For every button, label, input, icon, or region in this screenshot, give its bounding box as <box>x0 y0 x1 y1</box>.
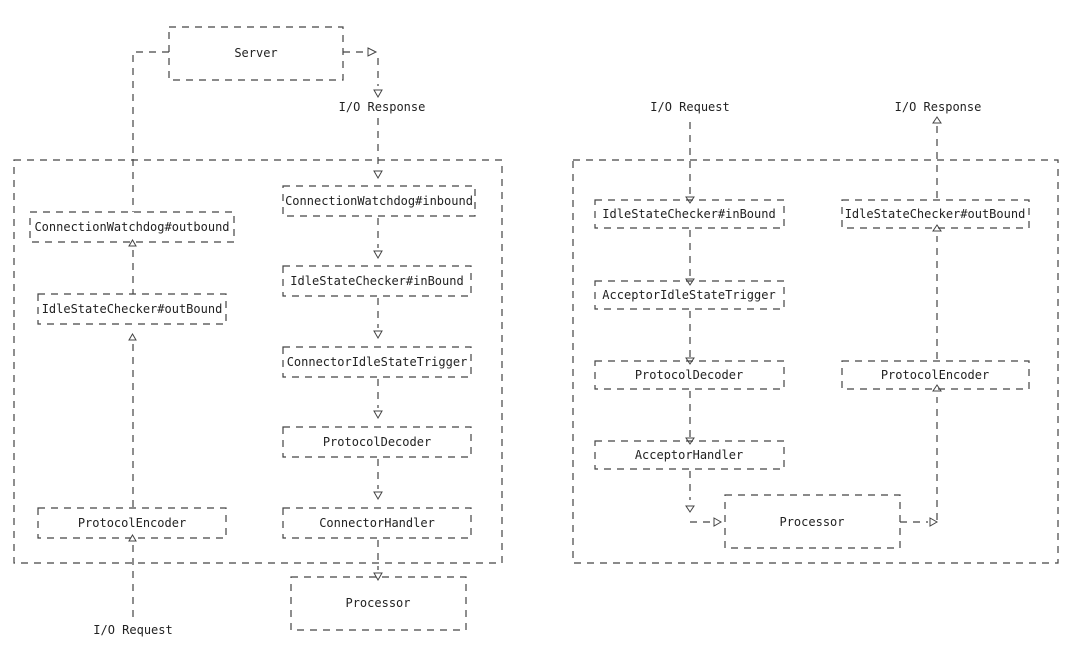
decoder-box <box>282 426 472 458</box>
handler-box <box>282 507 472 539</box>
arrow-down-icon <box>373 250 383 260</box>
processor-label: Processor <box>779 515 844 529</box>
server-label: Server <box>234 46 277 60</box>
client-pipeline: Server I/O Response ConnectionWatchdog#o… <box>13 26 503 637</box>
decoder-label: ProtocolDecoder <box>635 368 743 382</box>
arrow-right-icon <box>929 517 939 527</box>
idle-outbound-box <box>841 199 1030 229</box>
io-response-label: I/O Response <box>339 100 426 114</box>
handler-label: AcceptorHandler <box>635 448 743 462</box>
trigger-label: ConnectorIdleStateTrigger <box>287 355 468 369</box>
arrow-down-icon <box>373 410 383 420</box>
decoder-box <box>594 360 785 390</box>
arrow-down-icon <box>373 491 383 501</box>
arrow-down-icon <box>373 330 383 340</box>
idle-inbound-box <box>594 199 785 229</box>
arrow-up-icon <box>932 384 942 392</box>
watchdog-inbound-box <box>282 185 476 217</box>
server-to-watchdog-line <box>132 51 169 212</box>
arrow-down-icon <box>373 89 383 99</box>
arrow-down-icon <box>373 170 383 180</box>
idle-inbound-label: IdleStateChecker#inBound <box>602 207 775 221</box>
arrow-up-icon <box>128 239 137 247</box>
idle-outbound-label: IdleStateChecker#outBound <box>845 207 1026 221</box>
arrow-down-icon <box>685 278 695 286</box>
trigger-box <box>282 346 472 378</box>
arrow-up-icon <box>128 534 137 542</box>
client-pipeline-frame <box>13 159 503 564</box>
idle-inbound-box <box>282 265 472 297</box>
idle-inbound-label: IdleStateChecker#inBound <box>290 274 463 288</box>
trigger-label: AcceptorIdleStateTrigger <box>602 288 775 302</box>
decoder-label: ProtocolDecoder <box>323 435 431 449</box>
watchdog-inbound-label: ConnectionWatchdog#inbound <box>285 194 473 208</box>
processor-label: Processor <box>345 596 410 610</box>
io-response-label: I/O Response <box>895 100 982 114</box>
arrow-up-icon <box>932 116 942 124</box>
trigger-box <box>594 280 785 310</box>
idle-outbound-box <box>37 293 227 325</box>
server-pipeline-frame <box>572 159 1059 564</box>
handler-box <box>594 440 785 470</box>
server-pipeline: I/O Request I/O Response IdleStateChecke… <box>572 100 1059 564</box>
server-box <box>168 26 344 81</box>
io-request-label: I/O Request <box>650 100 729 114</box>
arrow-right-icon <box>367 47 378 57</box>
handler-label: ConnectorHandler <box>319 516 435 530</box>
encoder-label: ProtocolEncoder <box>78 516 186 530</box>
encoder-box <box>841 360 1030 390</box>
io-request-label: I/O Request <box>93 623 172 637</box>
arrow-down-icon <box>685 505 695 513</box>
watchdog-outbound-label: ConnectionWatchdog#outbound <box>34 220 229 234</box>
processor-box <box>290 576 467 631</box>
arrow-right-icon <box>713 517 723 527</box>
encoder-label: ProtocolEncoder <box>881 368 989 382</box>
arrow-up-icon <box>128 333 137 341</box>
idle-outbound-label: IdleStateChecker#outBound <box>42 302 223 316</box>
